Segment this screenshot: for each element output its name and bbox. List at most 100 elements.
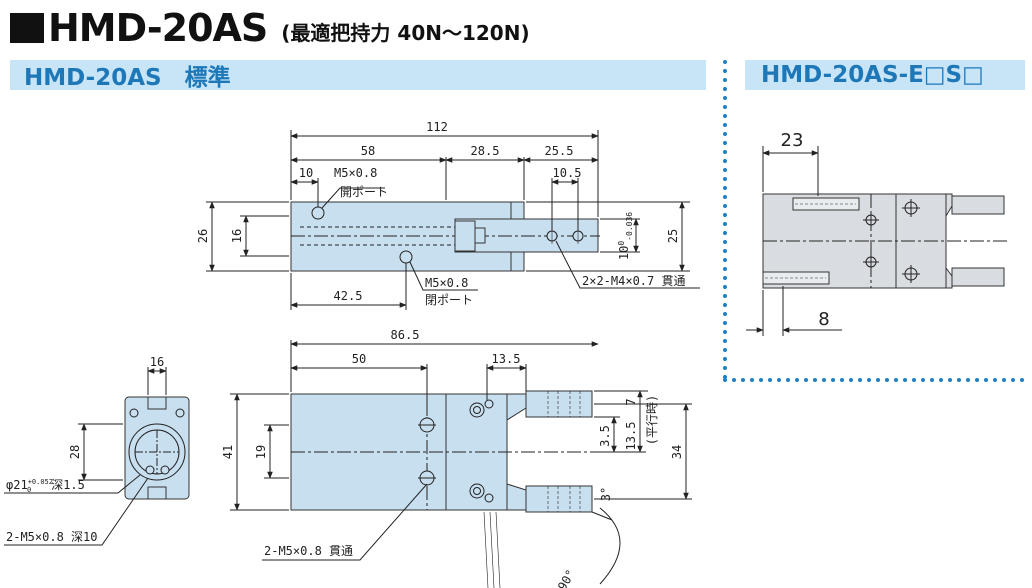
dim-side-16: 16 [150,355,164,369]
dim-variant-23: 23 [781,130,804,151]
separator-dot [723,186,727,190]
separator-dot [723,240,727,244]
dim-58: 58 [361,144,375,158]
dim-25: 25 [666,229,680,243]
top-view [206,130,700,310]
front-thread-note: 2-M5×0.8 貫通 [264,544,353,558]
close-port-label: M5×0.8 [425,276,468,290]
separator-dot [948,378,952,382]
separator-dot [813,378,817,382]
dim-25-5: 25.5 [545,144,574,158]
pivot-hole-upper [469,402,485,418]
title-square-mark [10,13,44,43]
separator-dot [723,87,727,91]
separator-dot [939,378,943,382]
separator-dot [759,378,763,382]
dim-26: 26 [196,229,210,243]
dim-3-5: 3.5 [598,425,612,447]
parallel-note: (平行時) [645,395,659,445]
front-view [230,340,692,588]
dim-34: 34 [670,445,684,459]
separator-dot [723,213,727,217]
separator-dot [723,141,727,145]
separator-dot [912,378,916,382]
dim-10-tolerance: 100-0.036 [617,212,634,260]
separator-dot [966,378,970,382]
separator-dot [840,378,844,382]
dim-13-5-top: 13.5 [492,352,521,366]
separator-dot [750,378,754,382]
pivot-hole-lower [469,483,485,499]
separator-dot [723,231,727,235]
dim-19: 19 [254,445,268,459]
dim-86-5: 86.5 [391,328,420,342]
separator-dot [804,378,808,382]
front-view-labels: 86.5 50 13.5 41 19 34 3.5 13.5 7 (平行時) 2… [221,328,684,588]
dim-42-5: 42.5 [334,289,363,303]
standard-section-label: HMD-20AS 標準 [24,65,231,91]
separator-dot [723,366,727,370]
open-port-hole [311,206,325,220]
separator-dot [984,378,988,382]
dim-7: 7 [624,398,638,405]
separator-dot [723,195,727,199]
dim-41: 41 [221,445,235,459]
separator-dot [975,378,979,382]
dim-variant-8: 8 [818,309,829,330]
separator-dot [732,378,736,382]
variant-view-labels: 23 8 [781,130,830,330]
separator-dot [723,78,727,82]
separator-dot [1011,378,1015,382]
side-tap-note: 2-M5×0.8 深10 [6,530,97,544]
separator-dot [723,114,727,118]
separator-dot [723,168,727,172]
separator-dot [876,378,880,382]
separator-dot [723,348,727,352]
dim-28-5: 28.5 [471,144,500,158]
separator-dot [723,357,727,361]
separator-dot [723,132,727,136]
separator-dot [723,258,727,262]
separator-dot [930,378,934,382]
close-port-hole [399,250,413,264]
separator-dot [723,222,727,226]
separator-dot [723,96,727,100]
open-port-note: 開ポート [340,185,388,199]
standard-section-band: HMD-20AS 標準 [10,60,706,91]
separator-dot [723,60,727,64]
separator-dot [723,321,727,325]
separator-dot [723,249,727,253]
close-port-note: 閉ポート [425,293,473,307]
separator-dot [723,330,727,334]
separator-dot [1020,378,1024,382]
separator-dot [1002,378,1006,382]
separator-dot [723,69,727,73]
separator-dot [885,378,889,382]
separator-dot [723,378,727,382]
separator-dot [723,276,727,280]
separator-dot [831,378,835,382]
separator-dot [957,378,961,382]
separator-dot [858,378,862,382]
separator-dot [786,378,790,382]
dim-10: 10 [299,166,313,180]
separator-dot [777,378,781,382]
separator-dot [903,378,907,382]
dim-side-28: 28 [68,445,82,459]
separator-dot [723,267,727,271]
separator-dot [921,378,925,382]
variant-section-label: HMD-20AS-E□S□ [761,62,984,88]
separator-dot [723,123,727,127]
separator-dot [723,375,727,379]
separator-dot [723,177,727,181]
top-thread-note: 2×2-M4×0.7 貫通 [582,274,685,288]
separator-dot [867,378,871,382]
separator-dot [795,378,799,382]
variant-lower-jaw [951,267,1005,287]
separator-dot [723,285,727,289]
dim-10-5: 10.5 [553,166,582,180]
dotted-separator [723,60,1024,382]
separator-dot [723,312,727,316]
separator-dot [723,294,727,298]
